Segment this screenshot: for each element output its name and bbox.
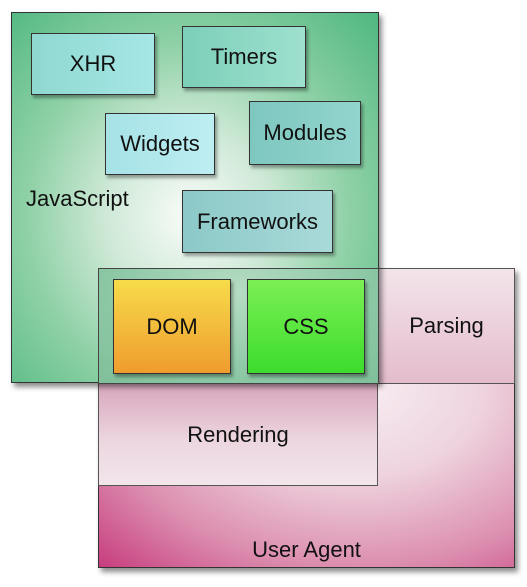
timers-box: Timers bbox=[182, 26, 306, 88]
modules-box: Modules bbox=[249, 101, 361, 165]
rendering-label: Rendering bbox=[187, 421, 289, 447]
user-agent-label-wrap: User Agent bbox=[98, 532, 515, 568]
user-agent-label: User Agent bbox=[252, 537, 361, 562]
dom-box: DOM bbox=[113, 279, 231, 374]
parsing-label: Parsing bbox=[409, 313, 484, 338]
xhr-label: XHR bbox=[69, 51, 117, 76]
css-label: CSS bbox=[283, 313, 329, 339]
parsing-region: Parsing bbox=[378, 268, 515, 384]
css-box: CSS bbox=[247, 279, 365, 374]
frameworks-box: Frameworks bbox=[182, 190, 333, 253]
widgets-label: Widgets bbox=[120, 131, 200, 156]
xhr-box: XHR bbox=[31, 33, 155, 95]
frameworks-label: Frameworks bbox=[196, 208, 318, 234]
dom-label: DOM bbox=[146, 313, 198, 339]
modules-label: Modules bbox=[263, 120, 347, 145]
javascript-label-wrap: JavaScript bbox=[26, 182, 146, 216]
javascript-label: JavaScript bbox=[26, 186, 129, 211]
timers-label: Timers bbox=[210, 44, 278, 69]
widgets-box: Widgets bbox=[105, 113, 215, 175]
rendering-region: Rendering bbox=[98, 383, 378, 486]
